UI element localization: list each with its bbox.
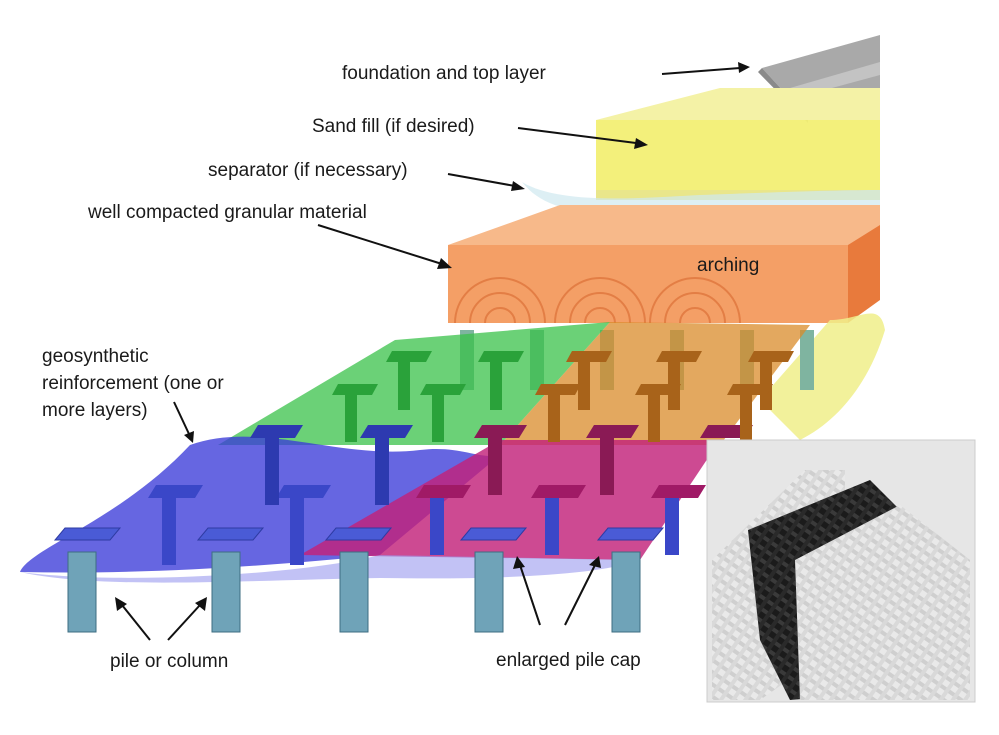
- pile: [339, 551, 369, 633]
- label-pile: pile or column: [110, 651, 228, 672]
- arrowhead: [589, 556, 601, 568]
- arrowhead: [184, 431, 194, 443]
- arrowhead: [511, 181, 525, 191]
- arrowhead: [634, 138, 648, 149]
- granular-block: [448, 205, 880, 324]
- arrowhead: [115, 597, 127, 611]
- inset-photo: [706, 439, 976, 703]
- label-sand-fill: Sand fill (if desired): [312, 116, 475, 137]
- label-foundation: foundation and top layer: [342, 63, 547, 84]
- label-geosynthetic-3: more layers): [42, 400, 148, 421]
- arrowhead: [195, 597, 207, 611]
- piles: [53, 351, 794, 633]
- pile-cap: [324, 527, 393, 541]
- leader-arrows: [115, 62, 750, 641]
- label-separator: separator (if necessary): [208, 160, 408, 181]
- labels: foundation and top layer Sand fill (if d…: [42, 63, 759, 672]
- label-pile-cap: enlarged pile cap: [496, 650, 641, 671]
- side-fill: [760, 313, 885, 440]
- pile-cap: [459, 527, 528, 541]
- pile-cap: [596, 527, 665, 541]
- pile-cap: [53, 527, 122, 541]
- pile: [211, 551, 241, 633]
- separator-layer: [522, 182, 880, 213]
- arrowhead: [738, 62, 750, 73]
- label-granular: well compacted granular material: [87, 202, 367, 223]
- label-geosynthetic-2: reinforcement (one or: [42, 373, 224, 394]
- pile: [67, 551, 97, 633]
- label-geosynthetic-1: geosynthetic: [42, 346, 149, 367]
- pile-cap: [196, 527, 265, 541]
- pile: [474, 551, 504, 633]
- pile: [611, 551, 641, 633]
- label-arching: arching: [697, 255, 759, 276]
- arrowhead: [437, 258, 452, 269]
- arrowhead: [513, 556, 525, 569]
